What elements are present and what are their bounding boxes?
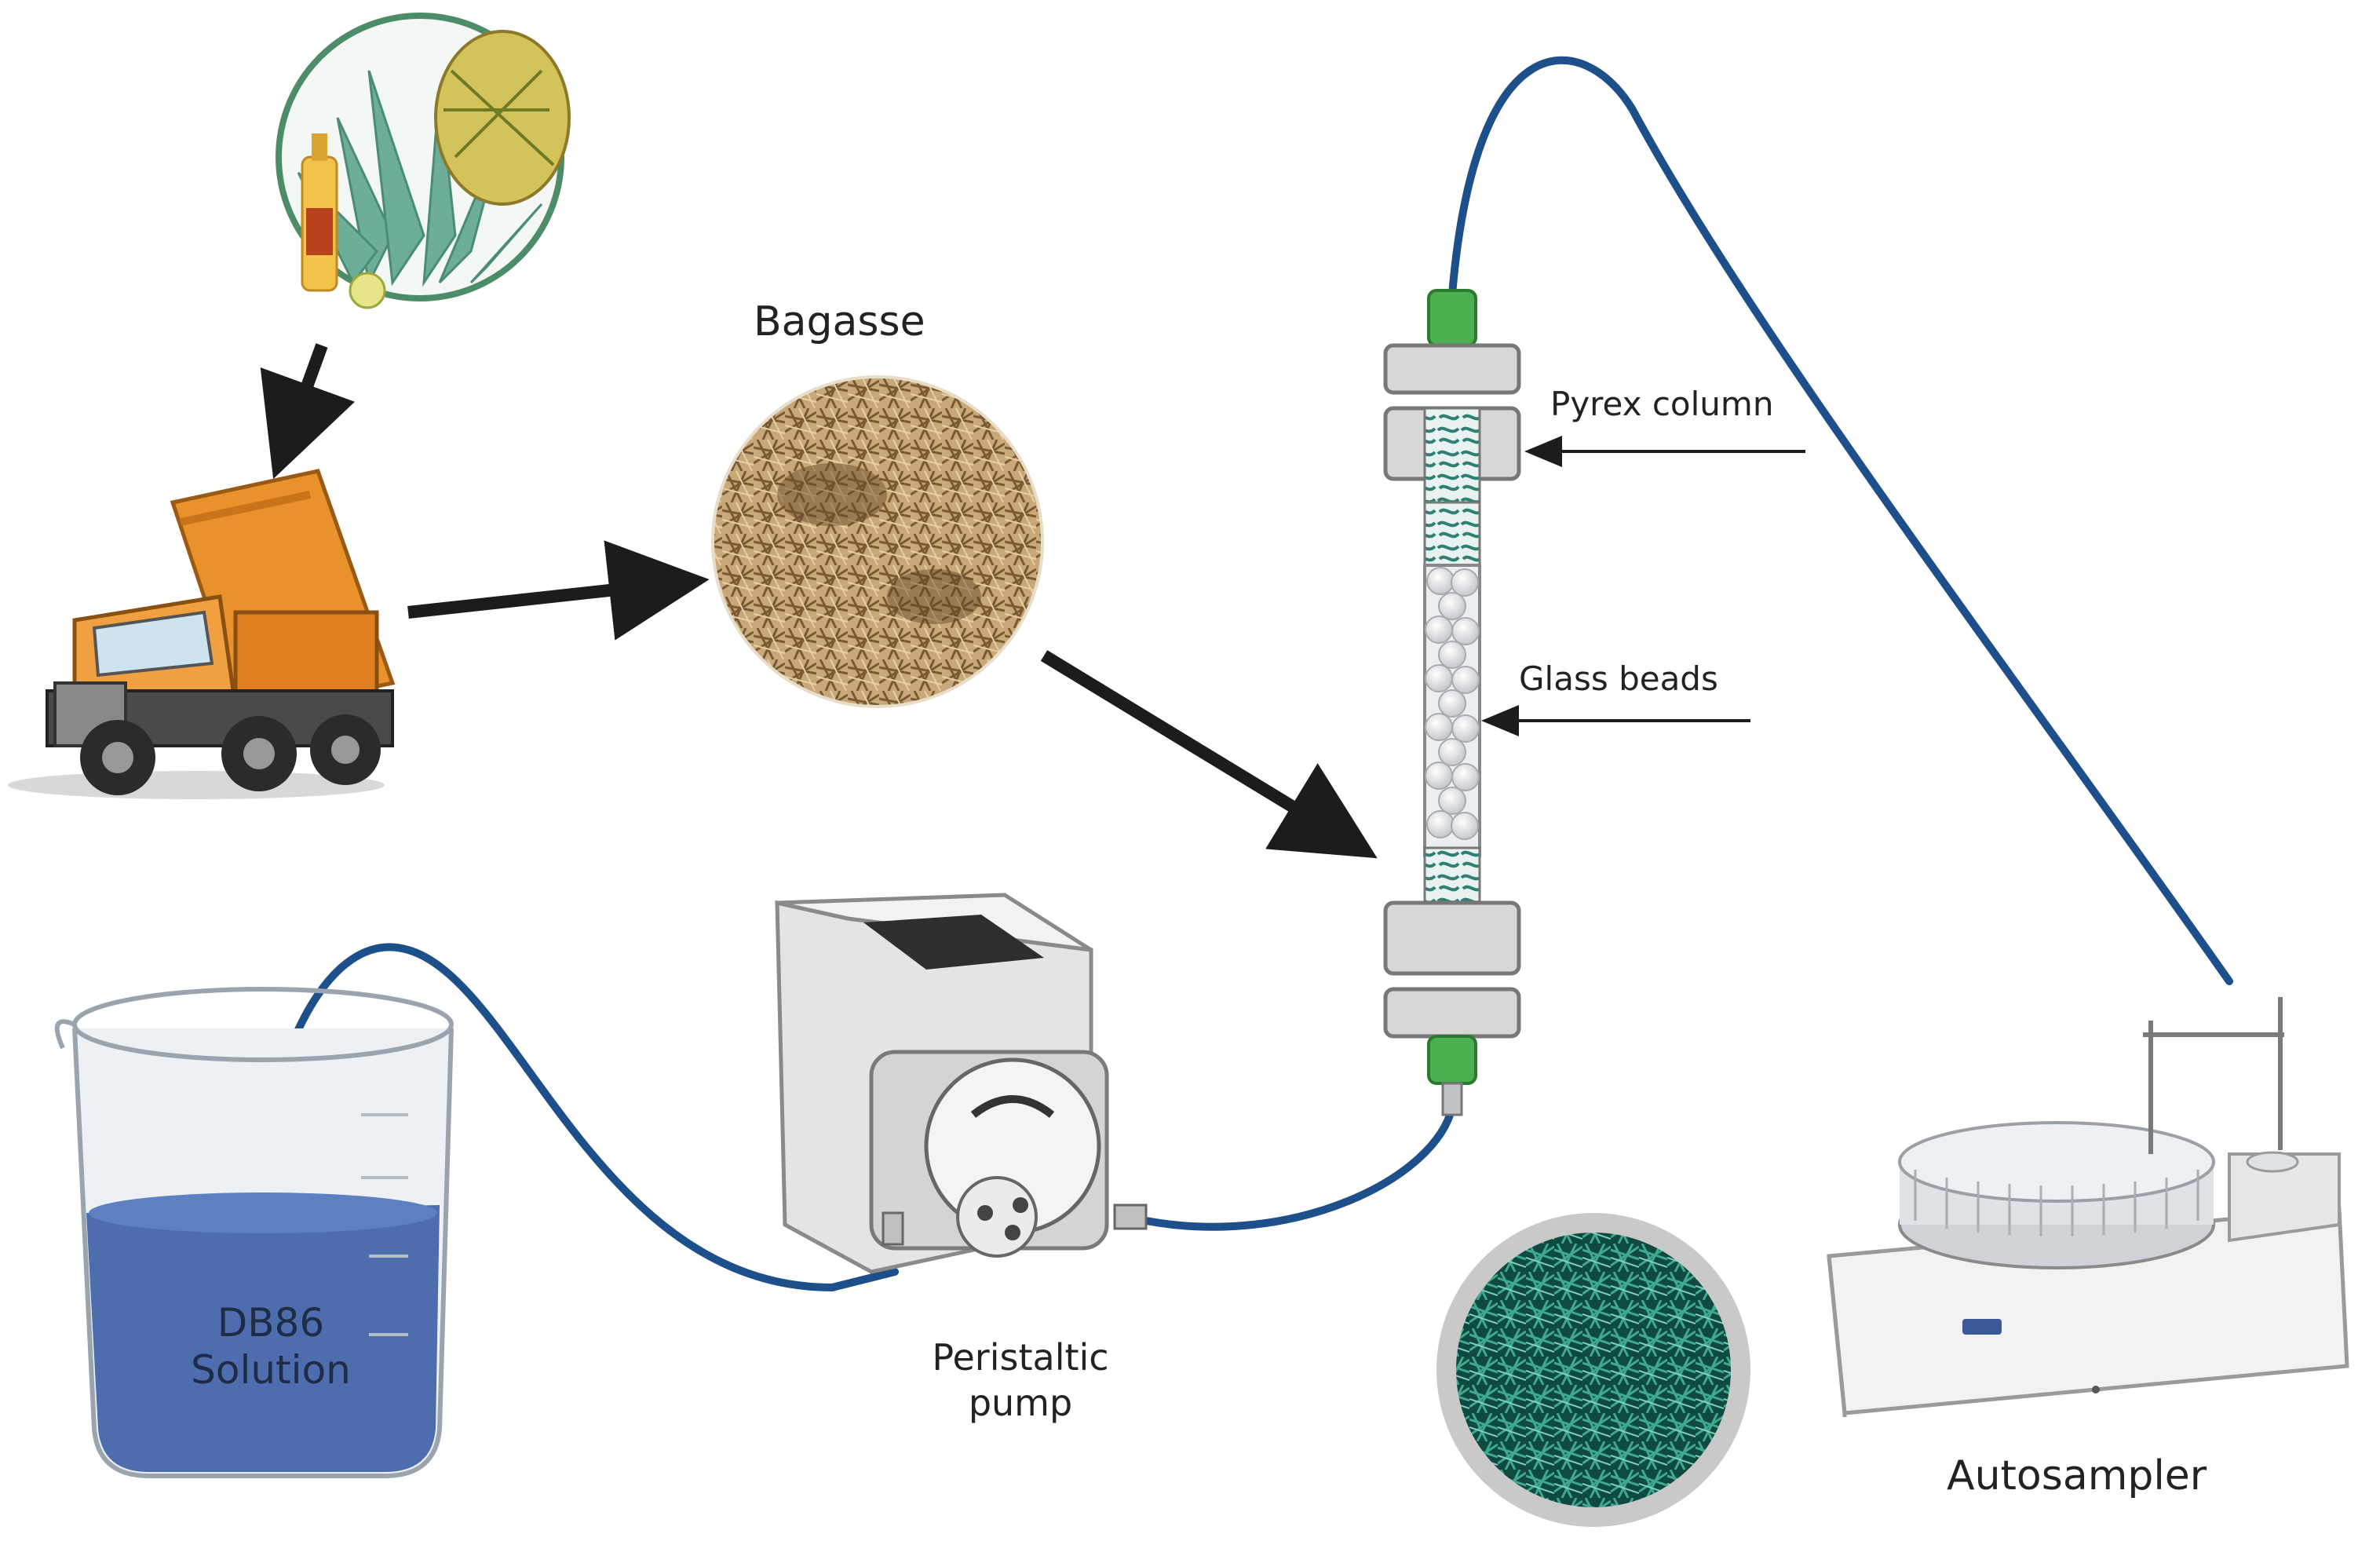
dump-truck-icon xyxy=(8,469,396,799)
pyrex-column-label: Pyrex column xyxy=(1550,385,1774,423)
tubing xyxy=(239,56,2233,1292)
arrow-truck-to-bagasse xyxy=(407,540,710,641)
pyrex-column-icon xyxy=(1383,289,1521,1116)
pump-label-line1: Peristaltic xyxy=(932,1336,1109,1379)
autosampler-icon xyxy=(1827,997,2349,1417)
db86-solution-label: DB86 Solution xyxy=(153,1299,389,1393)
solution-label-line1: DB86 xyxy=(217,1300,325,1346)
agave-tequila-icon xyxy=(276,13,571,309)
arrow-bagasse-to-column xyxy=(1040,650,1378,859)
peristaltic-pump-label: Peristaltic pump xyxy=(903,1335,1138,1426)
tubing-pump-to-column xyxy=(1142,1103,1456,1231)
peristaltic-pump-icon xyxy=(775,893,1148,1274)
green-fiber-photo xyxy=(1436,1213,1750,1527)
autosampler-label: Autosampler xyxy=(1947,1452,2207,1499)
beaker-icon xyxy=(54,987,454,1478)
glass-beads-label: Glass beads xyxy=(1519,659,1718,698)
tubing-column-to-autosampler xyxy=(1448,56,2233,985)
arrow-agave-to-truck xyxy=(260,343,356,480)
solution-label-line2: Solution xyxy=(191,1347,351,1393)
bagasse-label: Bagasse xyxy=(754,298,925,345)
bagasse-photo xyxy=(711,375,1044,708)
pump-label-line2: pump xyxy=(968,1382,1073,1424)
